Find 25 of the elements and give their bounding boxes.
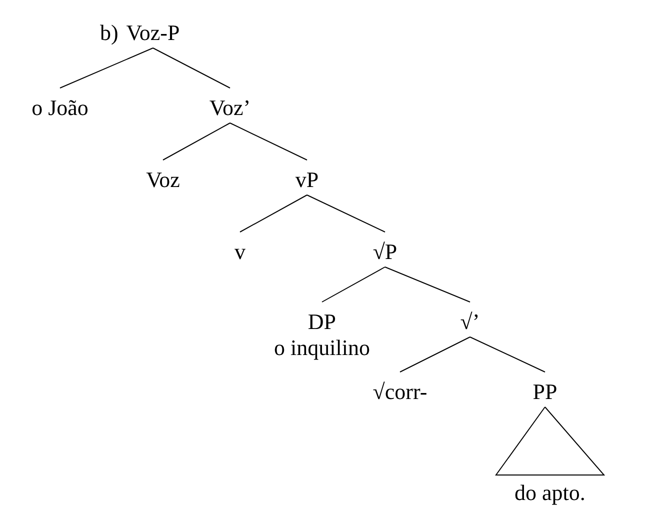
node-label: do apto. xyxy=(514,480,586,506)
tree-branch xyxy=(306,194,386,232)
tree-branch xyxy=(470,336,546,372)
constituent-triangle xyxy=(495,406,606,476)
tree-branch xyxy=(162,122,230,160)
node-label: √P xyxy=(372,239,398,265)
node-label: o João xyxy=(32,95,88,121)
node-label: √corr- xyxy=(372,379,428,405)
tree-branch xyxy=(384,266,470,302)
node-label: v xyxy=(234,239,246,265)
tree-branch xyxy=(230,122,308,160)
panel-letter: b) xyxy=(100,20,118,46)
tree-branch xyxy=(240,194,308,232)
node-label: √’ xyxy=(460,309,480,335)
node-label: Voz xyxy=(146,167,180,193)
node-label: PP xyxy=(532,379,558,405)
tree-branch xyxy=(322,266,386,302)
word-label: o inquilino xyxy=(274,335,370,361)
node-label: Voz’ xyxy=(209,95,251,121)
node-label: Voz-P xyxy=(126,20,180,46)
node-label: vP xyxy=(295,167,319,193)
node-label: DP xyxy=(306,309,338,335)
tree-branch xyxy=(152,48,230,88)
tree-branch xyxy=(60,48,154,88)
tree-branch xyxy=(400,336,470,372)
